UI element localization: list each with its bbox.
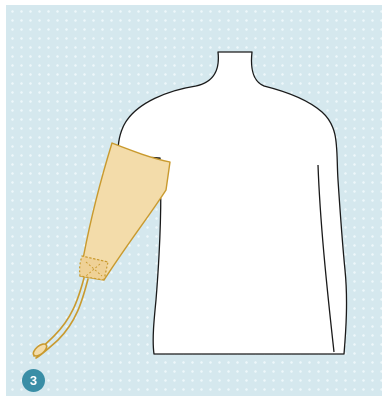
step-number-badge: 3	[22, 369, 45, 392]
donning-aid-strap-icon	[31, 278, 88, 358]
compression-sleeve-icon	[80, 143, 170, 280]
